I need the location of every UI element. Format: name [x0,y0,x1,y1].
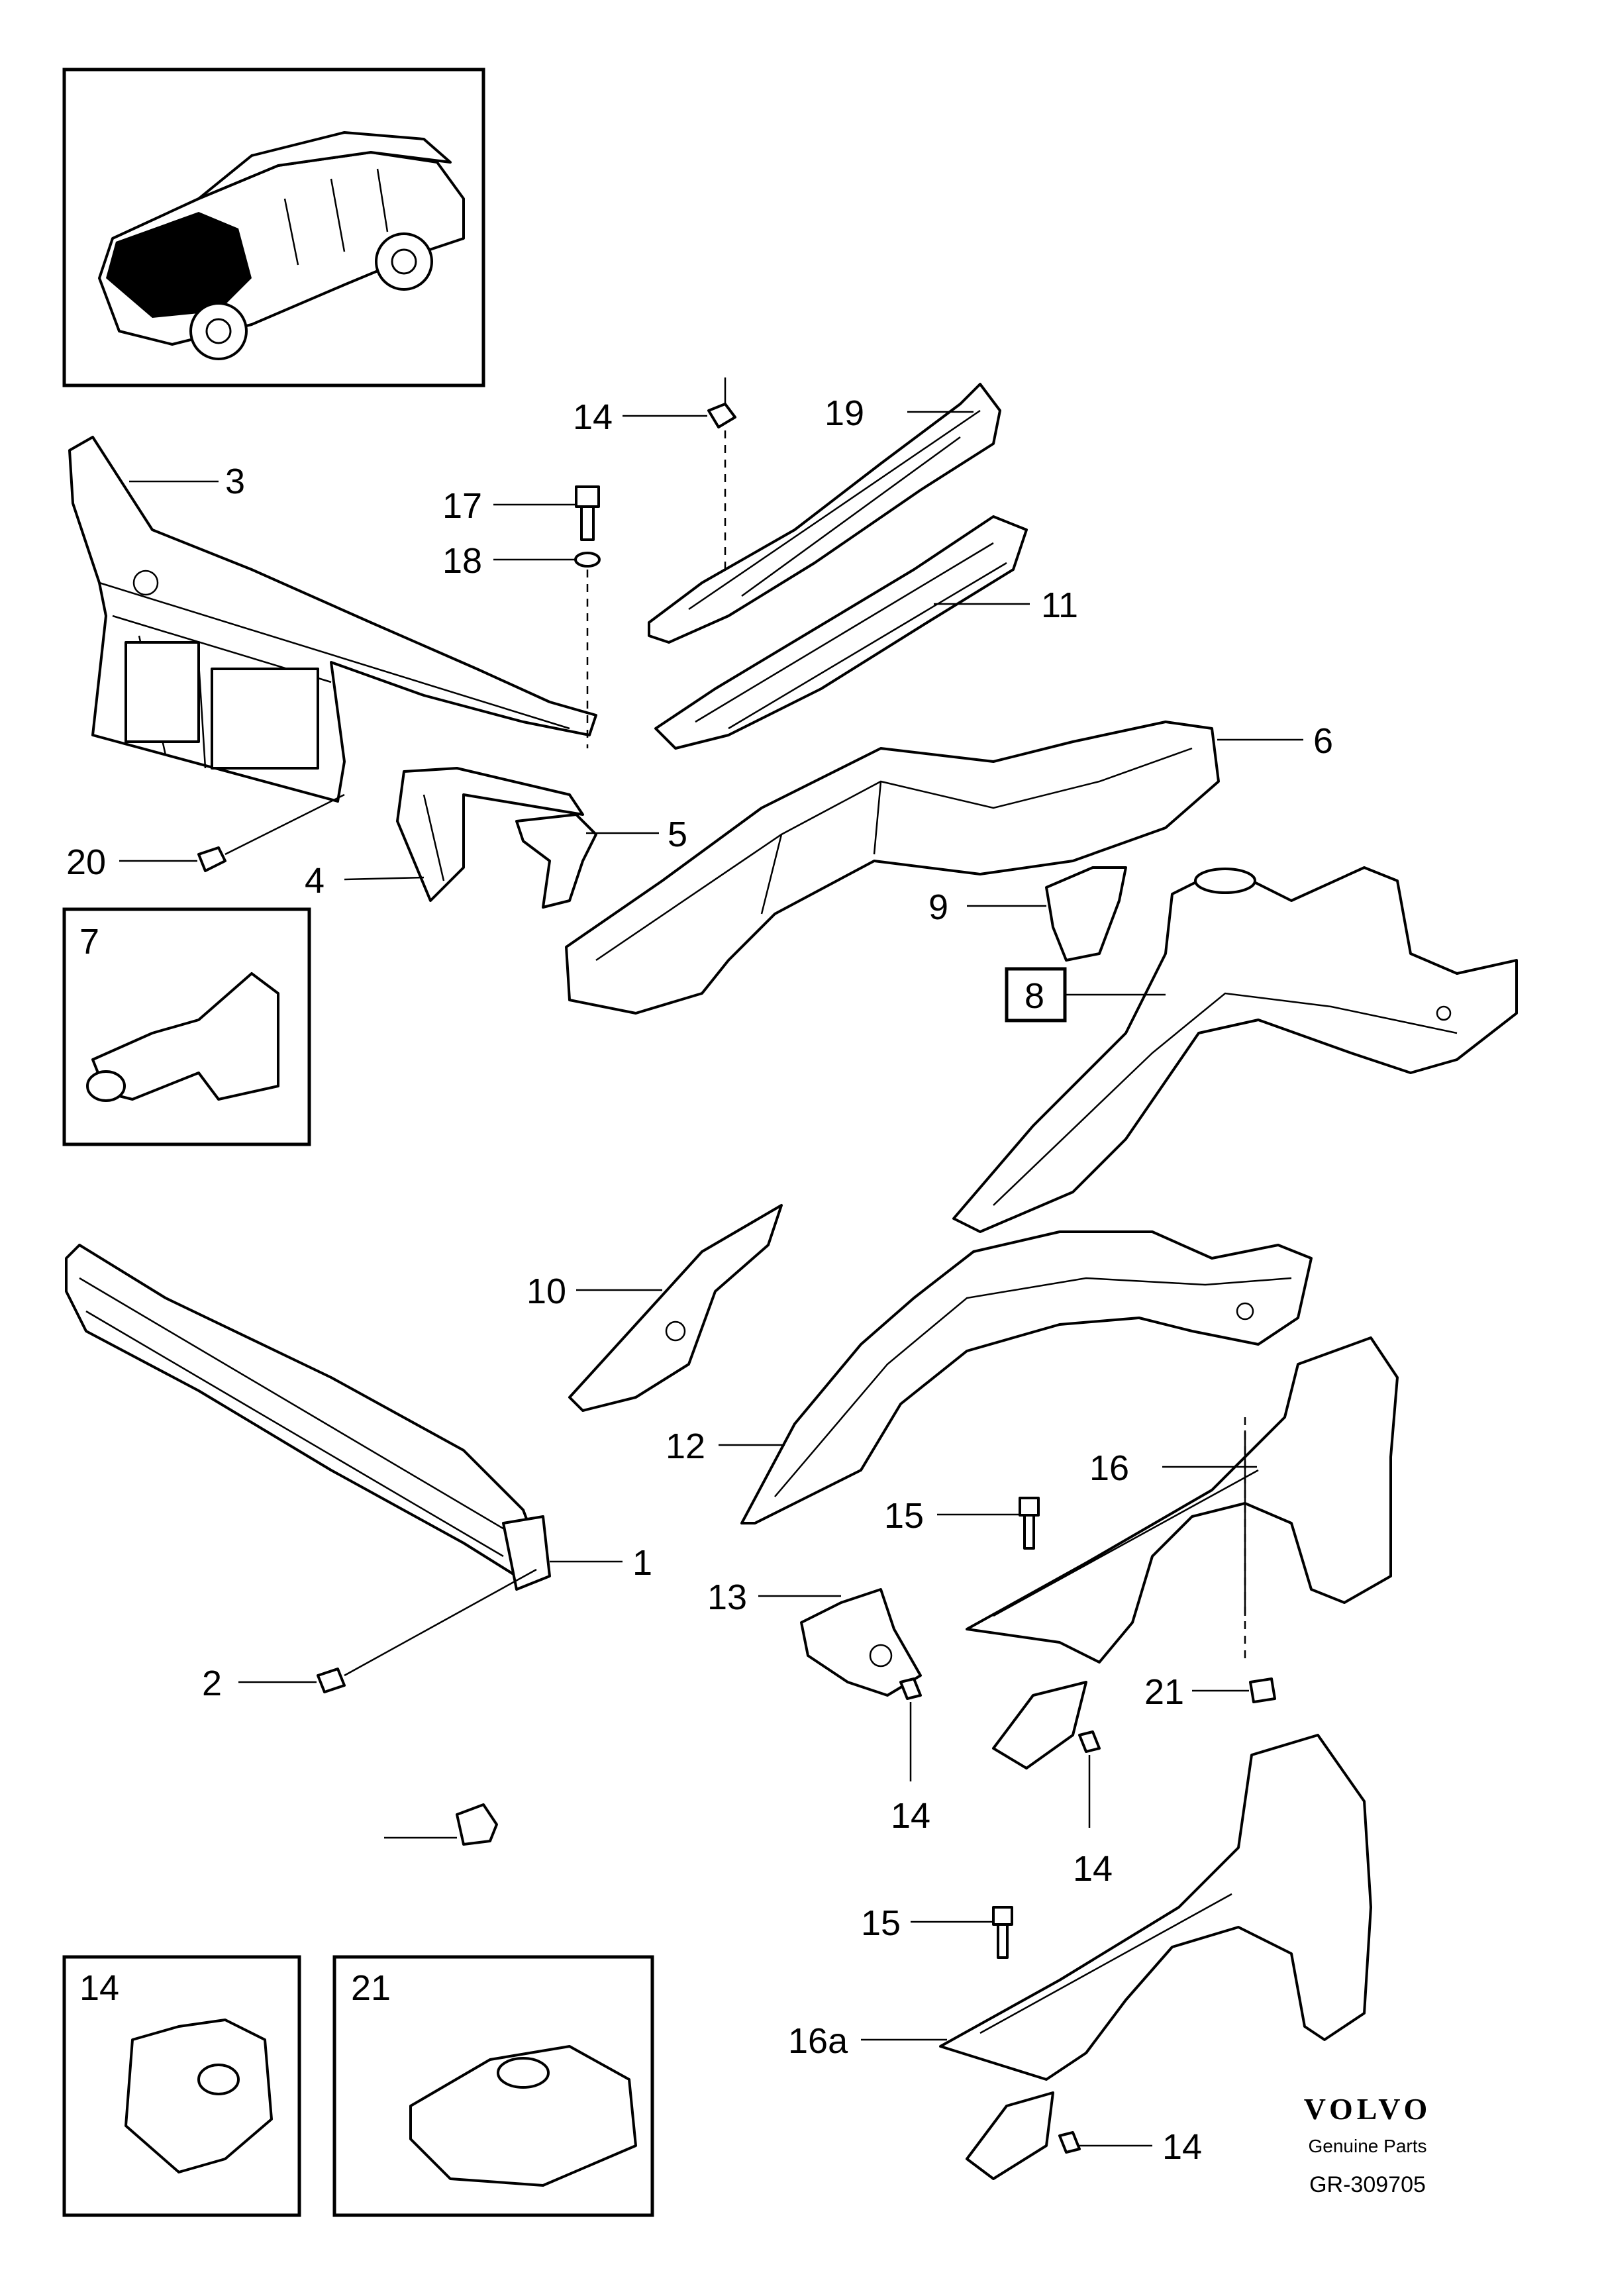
fender-lower-bracket [992,1681,1087,1770]
loose-clip [384,1803,498,1846]
label-6: 6 [1313,721,1333,761]
brand-subtitle: Genuine Parts [1309,2136,1427,2156]
label-1: 1 [632,1543,652,1583]
inset-14 [62,1955,301,2217]
label-14-mid-2: 14 [1073,1849,1113,1889]
part-6-side-member [565,721,1303,1015]
label-17: 17 [442,486,482,526]
part-3-front-panel [68,436,597,803]
part-20-bolt [119,793,345,872]
label-14-inset: 14 [79,1968,119,2008]
label-4: 4 [305,861,325,901]
label-14-mid-1: 14 [891,1796,930,1836]
label-7: 7 [79,922,99,962]
vehicle-overview-inset [62,68,485,387]
label-8: 8 [1025,976,1044,1016]
label-2: 2 [202,1664,222,1703]
label-19: 19 [825,393,864,433]
label-15-lower: 15 [861,1903,901,1943]
label-16a: 16a [788,2021,848,2061]
fender-variant-lower-bracket [966,2091,1054,2180]
label-14-top: 14 [573,397,613,437]
inset-7 [62,907,311,1146]
part-14-clip-mid-2 [1078,1730,1101,1828]
part-21-clip [1192,1677,1276,1703]
part-2-bolt [238,1568,537,1693]
part-19-rail [648,383,1001,644]
part-15-bolt-upper [937,1497,1040,1550]
part-18-washer [493,552,601,748]
label-3: 3 [225,462,245,501]
part-5-bracket [515,813,659,909]
car-illustration [98,131,465,360]
label-16: 16 [1089,1448,1129,1488]
label-21-inset: 21 [351,1968,391,2008]
brand-logo-text: VOLVO [1304,2092,1432,2126]
part-14-clip-top [623,377,736,596]
part-12-wheel-housing [719,1230,1313,1524]
part-1-bumper-beam [65,1244,623,1591]
part-10-bracket [568,1204,783,1412]
inset-21 [332,1955,654,2217]
label-9: 9 [928,887,948,927]
part-14-clip-mid-1 [899,1677,922,1781]
part-16-front-fender [966,1336,1399,1664]
label-14-bottom: 14 [1162,2127,1202,2167]
part-15-bolt-lower [911,1906,1013,1959]
part-16a-front-fender-variant [861,1734,1372,2081]
part-14-clip-bottom [1058,2131,1152,2154]
part-4-bracket [344,767,584,902]
label-20: 20 [66,842,106,882]
diagram-code: GR-309705 [1309,2172,1426,2197]
label-21: 21 [1144,1672,1184,1712]
part-13-bracket [758,1588,922,1697]
label-11: 11 [1041,585,1078,625]
label-10: 10 [526,1272,566,1311]
part-9-bracket [967,866,1127,962]
label-5: 5 [668,815,687,854]
label-15-upper: 15 [884,1496,924,1536]
label-12: 12 [666,1426,705,1466]
label-13: 13 [707,1577,747,1617]
part-8-member-strut-tower [952,866,1518,1233]
label-18: 18 [442,541,482,581]
part-11-rail [654,515,1030,750]
part-17-bolt [493,485,600,541]
